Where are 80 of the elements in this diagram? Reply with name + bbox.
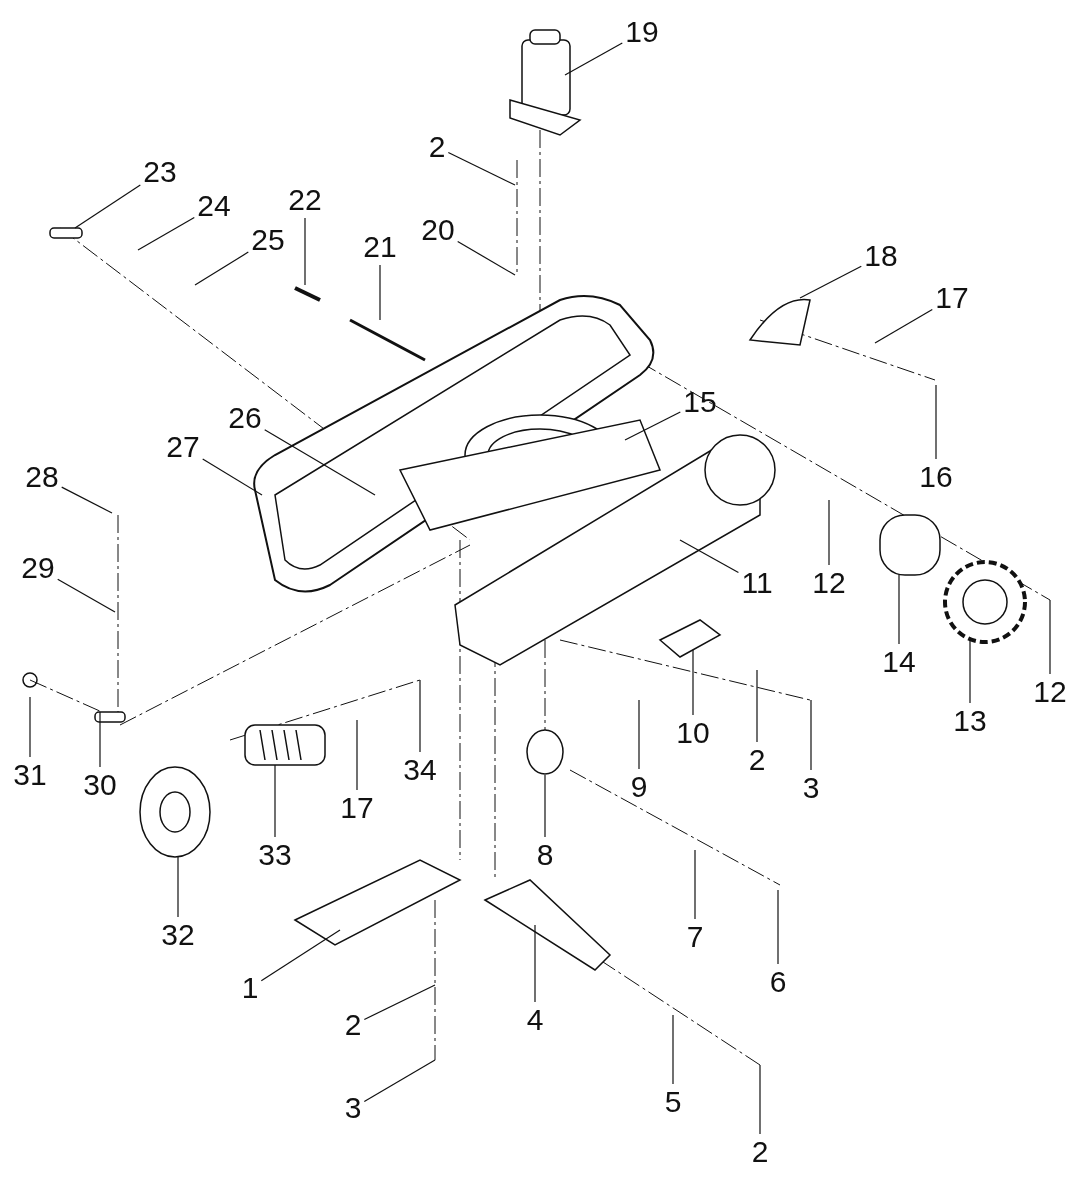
callout-number: 19 xyxy=(625,16,659,48)
callout-number: 10 xyxy=(676,717,710,749)
callout-number: 3 xyxy=(344,1092,362,1124)
leader-line xyxy=(356,719,358,791)
leader-line xyxy=(363,1059,436,1102)
callout-number: 32 xyxy=(161,919,195,951)
callout-number: 2 xyxy=(428,131,446,163)
leader-line xyxy=(1049,599,1051,675)
callout-number: 16 xyxy=(919,461,953,493)
leader-line xyxy=(564,42,623,76)
callout-number: 33 xyxy=(258,839,292,871)
leader-line xyxy=(457,240,516,276)
leader-line xyxy=(756,669,758,743)
leader-line xyxy=(638,699,640,770)
leader-line xyxy=(759,1064,761,1135)
leader-line xyxy=(874,308,933,344)
leader-line xyxy=(935,384,937,460)
callout-number: 20 xyxy=(421,214,455,246)
leader-line xyxy=(679,539,739,574)
callout-number: 17 xyxy=(340,792,374,824)
leader-line xyxy=(137,216,195,251)
leader-line xyxy=(379,264,381,321)
leader-line xyxy=(419,679,421,753)
leader-line xyxy=(177,856,179,918)
callout-number: 22 xyxy=(288,184,322,216)
callout-number: 21 xyxy=(363,231,397,263)
callout-number: 23 xyxy=(143,156,177,188)
callout-number: 8 xyxy=(536,839,554,871)
leader-line xyxy=(61,486,113,514)
leader-line xyxy=(799,265,862,299)
callout-number: 14 xyxy=(882,646,916,678)
leader-line xyxy=(447,151,516,186)
leader-line xyxy=(692,649,694,716)
callout-number: 11 xyxy=(741,567,773,599)
callout-number: 29 xyxy=(21,552,55,584)
leader-line xyxy=(969,639,971,704)
leader-line xyxy=(694,849,696,920)
leader-line xyxy=(99,711,101,768)
leader-line xyxy=(363,984,436,1021)
leader-line xyxy=(260,929,341,982)
leader-line xyxy=(828,499,830,566)
callout-number: 2 xyxy=(344,1009,362,1041)
callout-number: 7 xyxy=(686,921,704,953)
callout-number: 34 xyxy=(403,754,437,786)
callout-number: 4 xyxy=(526,1004,544,1036)
callout-number: 26 xyxy=(228,402,262,434)
callout-number: 9 xyxy=(630,771,648,803)
leader-line xyxy=(898,574,900,645)
callout-number: 12 xyxy=(812,567,846,599)
leader-line xyxy=(74,184,141,229)
leader-line xyxy=(304,217,306,286)
callout-number: 2 xyxy=(751,1136,769,1168)
callout-number: 2 xyxy=(748,744,766,776)
leader-line xyxy=(194,251,249,286)
leader-line xyxy=(544,774,546,838)
leader-line xyxy=(810,699,812,771)
leader-line xyxy=(672,1014,674,1085)
leader-line xyxy=(777,889,779,965)
callout-number: 27 xyxy=(166,431,200,463)
callout-number: 15 xyxy=(683,386,717,418)
leader-line xyxy=(274,764,276,838)
callout-number: 24 xyxy=(197,190,231,222)
callout-number: 1 xyxy=(241,972,259,1004)
leader-line xyxy=(57,578,116,613)
callout-number: 13 xyxy=(953,705,987,737)
leader-line xyxy=(624,411,681,441)
callout-number: 30 xyxy=(83,769,117,801)
callout-number: 18 xyxy=(864,240,898,272)
callout-number: 12 xyxy=(1033,676,1067,708)
callout-number: 5 xyxy=(664,1086,682,1118)
callout-number: 3 xyxy=(802,772,820,804)
leader-line xyxy=(534,924,536,1003)
callout-number: 25 xyxy=(251,224,285,256)
callout-number: 28 xyxy=(25,461,59,493)
leader-line xyxy=(264,429,376,496)
leader-line xyxy=(29,696,31,758)
callout-number: 31 xyxy=(13,759,47,791)
callout-number: 17 xyxy=(935,282,969,314)
leader-line xyxy=(202,458,263,496)
callout-number: 6 xyxy=(769,966,787,998)
